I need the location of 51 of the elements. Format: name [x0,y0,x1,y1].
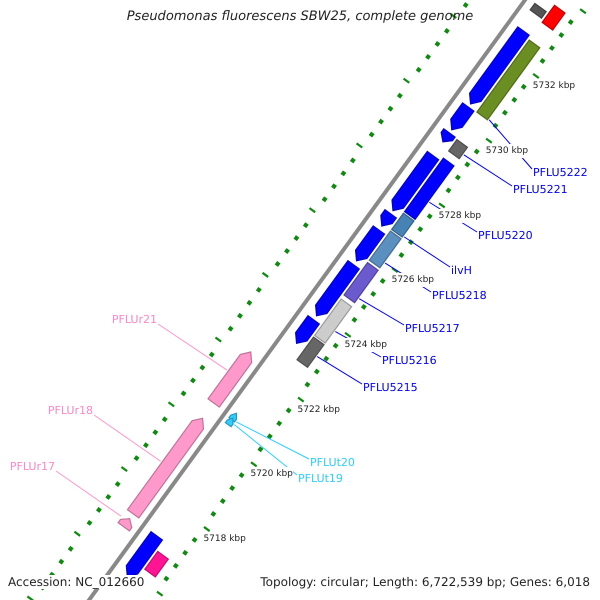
gene-label: PFLUt19 [298,472,343,486]
leader-line [56,470,122,517]
gene-label: PFLUr18 [48,404,93,418]
gene-bar [144,550,170,578]
gene-bar [126,530,164,578]
gene-bar [295,314,320,344]
gene-bar [368,230,402,269]
scale-label: 5730 kbp [486,144,528,158]
gene-bar [448,138,468,160]
gene-bar [296,336,325,368]
genome-summary: Topology: circular; Length: 6,722,539 bp; Genes: 6,018 [260,575,590,589]
leader-line [316,356,362,384]
gene-bar [440,128,456,143]
gene-label: PFLU5217 [405,322,460,336]
gene-bar [224,417,234,428]
gene-label: PFLUr21 [112,313,157,327]
gene-bar [380,208,398,227]
gene-bar [117,518,132,532]
accession-label: Accession: NC_012660 [8,575,144,589]
leader-line [236,421,310,460]
leader-line [234,424,298,476]
gene-label: PFLU5220 [478,229,533,243]
gene-bar [126,418,204,519]
gene-label: PFLU5221 [513,183,568,197]
title: Pseudomonas fluorescens SBW25, complete genome [126,10,474,24]
gene-bar [529,2,548,19]
gene-label: PFLUr17 [10,460,55,474]
gene-label: ilvH [451,264,472,278]
gene-bar [207,351,252,408]
gene-bar [343,262,379,304]
leader-line [94,414,162,462]
gene-label: PFLUt20 [310,456,355,470]
gene-label: PFLU5215 [363,381,418,395]
scale-label: 5726 kbp [392,273,434,288]
leader-line [404,236,450,268]
leader-line [463,154,512,186]
leader-line [358,298,404,326]
gene-bar [390,212,415,238]
scale-label: 5722 kbp [298,402,340,417]
scale-label: 5724 kbp [344,338,387,352]
leader-line [158,324,228,371]
gene-bar [469,26,530,105]
gene-bar [541,4,566,31]
scale-label: 5728 kbp [438,208,482,222]
gene-label: PFLU5218 [432,289,487,303]
gene-bar [450,102,475,130]
gene-bar [391,150,440,212]
gene-bar [315,260,360,317]
gene-label: PFLU5222 [533,166,588,180]
gene-label: PFLU5216 [382,354,437,368]
gene-bar [354,225,386,262]
